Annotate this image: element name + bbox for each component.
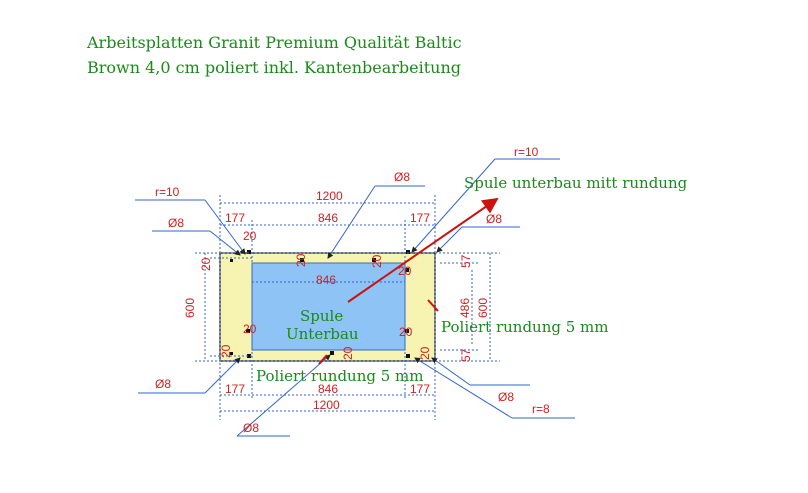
dim-20-left-top: 20 — [199, 257, 213, 271]
dim-right-offset-bottom: 177 — [410, 382, 430, 396]
title-line-1: Arbeitsplatten Granit Premium Qualität B… — [87, 33, 462, 52]
dim-total-width-top: 1200 — [316, 189, 343, 203]
annotations: Spule Unterbau Spule unterbau mitt rundu… — [256, 174, 688, 385]
dim-middle-top: 846 — [318, 211, 338, 225]
hole-bottom-left: Ø8 — [155, 377, 171, 391]
dim-left-offset-bottom: 177 — [225, 382, 245, 396]
dimension-labels: 1200 177 846 177 846 177 846 177 1200 60… — [155, 145, 550, 435]
dim-20-left-bottom: 20 — [219, 344, 233, 358]
polish-note-bottom: Poliert rundung 5 mm — [256, 367, 424, 385]
sink-label-line-2: Unterbau — [286, 325, 359, 343]
hole-bottom-right: Ø8 — [498, 390, 514, 404]
sink-note: Spule unterbau mitt rundung — [464, 174, 688, 192]
polish-bottom-mark — [318, 354, 328, 365]
dim-20-top-left: 20 — [243, 229, 257, 243]
dim-right-offset-top: 177 — [410, 211, 430, 225]
hole-top-left: Ø8 — [168, 216, 184, 230]
dim-left-offset-top: 177 — [225, 211, 245, 225]
dim-right-bottom-gap: 57 — [459, 348, 473, 362]
dim-20-bottom-mid: 20 — [341, 346, 355, 360]
dim-20-right-bottom: 20 — [418, 346, 432, 360]
corner-markers — [230, 250, 410, 358]
polish-right-mark — [427, 299, 439, 312]
dim-inner-width: 846 — [316, 273, 336, 287]
title-line-2: Brown 4,0 cm poliert inkl. Kantenbearbei… — [87, 58, 462, 77]
leader-lines — [135, 158, 575, 437]
hole-top-right: Ø8 — [486, 212, 502, 226]
radius-top-left: r=10 — [155, 185, 180, 199]
sink-label-line-1: Spule — [300, 307, 343, 325]
dim-20-top-mid: 20 — [294, 253, 308, 267]
hole-bottom: Ø8 — [243, 421, 259, 435]
dimension-lines — [195, 195, 500, 420]
drawing-title: Arbeitsplatten Granit Premium Qualität B… — [87, 30, 462, 80]
dim-20-right-top: 20 — [398, 264, 412, 278]
radius-bottom-right: r=8 — [532, 402, 550, 416]
dim-20-left-mid: 20 — [243, 322, 257, 336]
sink-note-arrow — [347, 197, 499, 303]
dim-total-width-bottom: 1200 — [313, 398, 340, 412]
dim-20-top-right: 20 — [370, 254, 384, 268]
dim-height-right: 600 — [476, 298, 490, 318]
sink-cutout — [251, 262, 406, 351]
dim-height-left: 600 — [183, 298, 197, 318]
dim-inner-height: 486 — [458, 298, 472, 318]
radius-top-right: r=10 — [514, 145, 539, 159]
polish-note-right: Poliert rundung 5 mm — [441, 318, 609, 336]
dim-right-top-gap: 57 — [459, 254, 473, 268]
dim-20-right-mid: 20 — [399, 325, 413, 339]
dim-middle-bottom: 846 — [318, 382, 338, 396]
hole-top: Ø8 — [394, 170, 410, 184]
